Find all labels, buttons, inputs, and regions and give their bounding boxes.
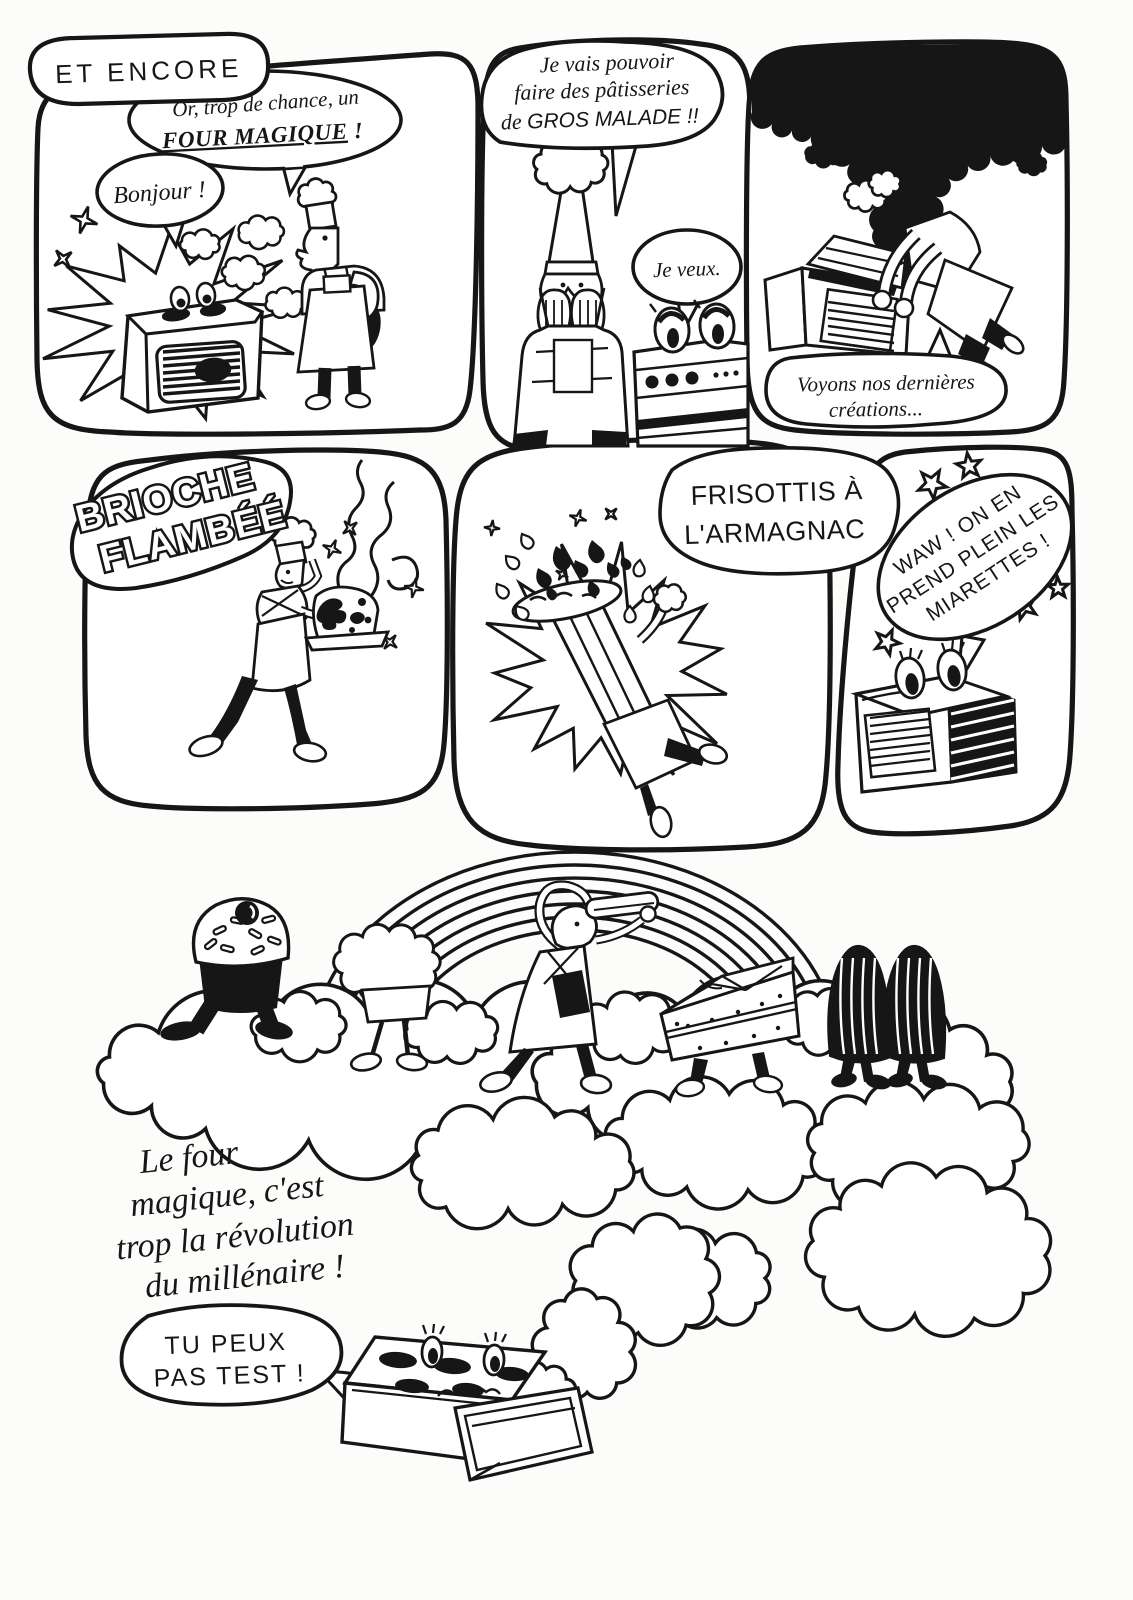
- svg-text:Je veux.: Je veux.: [653, 256, 721, 282]
- svg-text:TU PEUX: TU PEUX: [164, 1328, 287, 1360]
- svg-text:FRISOTTIS À: FRISOTTIS À: [690, 475, 863, 511]
- svg-text:PAS TEST !: PAS TEST !: [153, 1359, 306, 1392]
- svg-text:ET ENCORE: ET ENCORE: [55, 53, 243, 90]
- svg-text:L'ARMAGNAC: L'ARMAGNAC: [684, 514, 866, 550]
- svg-text:créations...: créations...: [829, 396, 923, 422]
- svg-text:Voyons nos dernières: Voyons nos dernières: [797, 369, 975, 396]
- svg-text:faire des pâtisseries: faire des pâtisseries: [514, 74, 690, 105]
- svg-text:Je vais pouvoir: Je vais pouvoir: [539, 48, 675, 78]
- svg-text:Bonjour !: Bonjour !: [112, 177, 206, 209]
